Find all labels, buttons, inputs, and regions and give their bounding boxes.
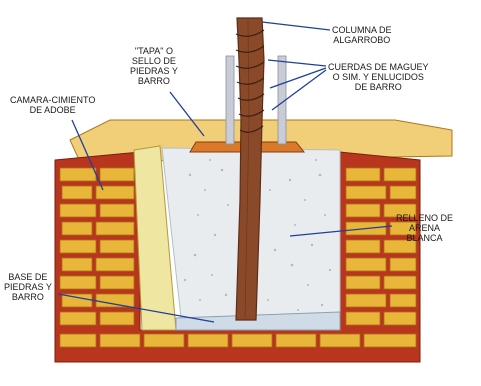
- label-cap-seal: "TAPA" O SELLO DE PIEDRAS Y BARRO: [130, 46, 178, 86]
- label-base: BASE DE PIEDRAS Y BARRO: [4, 272, 52, 302]
- label-column: COLUMNA DE ALGARROBO: [332, 25, 392, 45]
- left-guide-pipe: [226, 56, 234, 144]
- label-chamber: CAMARA-CIMIENTO DE ADOBE: [10, 95, 95, 115]
- leader-column: [262, 22, 330, 30]
- label-ropes: CUERDAS DE MAGUEY O SIM. Y ENLUCIDOS DE …: [328, 62, 429, 92]
- label-fill: RELLENO DE ARENA BLANCA: [396, 213, 453, 243]
- leader-ropes-1: [268, 60, 326, 66]
